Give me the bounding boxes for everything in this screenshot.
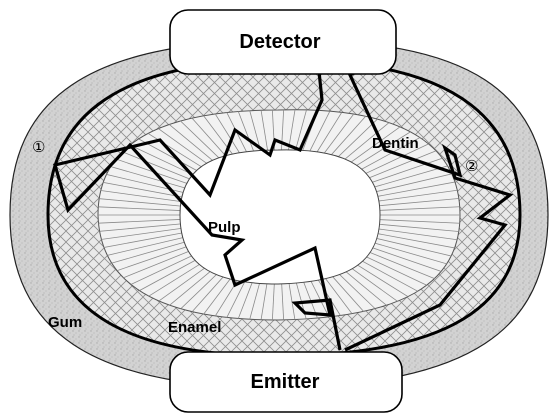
light-path-1 <box>52 51 342 351</box>
dentin-tubule-line <box>215 273 250 320</box>
dentin-tubule-line <box>98 196 184 207</box>
dentin-tubule-line <box>242 275 262 320</box>
dentin-tubule-line <box>372 205 460 212</box>
dentin-tubule-line <box>358 247 448 285</box>
light-path-2 <box>344 53 514 352</box>
dentin-tubule-line <box>280 276 286 320</box>
dentin-tubule-line <box>229 109 256 155</box>
dentin-tubule-line <box>372 196 460 207</box>
dentin-tubule-line <box>354 251 440 292</box>
dentin-tubule-line <box>361 153 455 187</box>
dentin-tubule-line <box>190 270 237 320</box>
gum-label: Gum <box>48 314 82 331</box>
dentin-label: Dentin <box>372 135 419 152</box>
pulp-label: Pulp <box>208 219 241 236</box>
dentin-tubule-line <box>294 109 314 155</box>
dentin-tubule-line <box>300 275 327 320</box>
dentin-tubule-line <box>372 223 460 234</box>
dentin-tubule-line <box>367 170 460 195</box>
dentin-tubule-line <box>287 109 300 154</box>
dentin-tubule-line <box>287 276 300 320</box>
dentin-tubule-line <box>361 243 455 277</box>
dentin-tubule-line <box>98 218 184 225</box>
detector-label: Detector <box>239 31 320 53</box>
dentin-tubule-line <box>202 109 243 158</box>
dentin-tubule-line <box>364 161 460 191</box>
dentin-tubule-line <box>369 178 460 199</box>
dentin-tubule-line <box>313 272 354 320</box>
dentin-tubule-line <box>354 138 440 179</box>
dentin-tubule-line <box>306 109 341 157</box>
dentin-tubule-line <box>306 273 341 320</box>
dentin-tubule-line <box>358 145 448 183</box>
dentin-tubule-line <box>369 231 460 252</box>
dentin-tubule-line <box>367 235 460 260</box>
dentin-tubule-line <box>370 187 460 203</box>
dentin-tubule-line <box>270 276 276 320</box>
dentin-tubule-line <box>370 227 460 243</box>
dentin-tubule-line <box>319 109 366 160</box>
dentin-tubule-line <box>229 275 256 320</box>
dentin-tubule-line <box>256 109 269 154</box>
enamel-label: Enamel <box>168 319 221 336</box>
dentin-tubule-line <box>372 218 460 225</box>
path-1-marker: ① <box>32 139 45 156</box>
dentin-tubule-line <box>313 109 354 158</box>
path-2-marker: ② <box>465 158 478 175</box>
emitter-box: Emitter <box>169 351 403 413</box>
emitter-label: Emitter <box>251 371 320 393</box>
dentin-tubule-line <box>242 109 262 155</box>
dentin-tubule-line <box>98 205 184 212</box>
dentin-tubule-line <box>319 270 366 320</box>
dentin-tubule-line <box>364 239 460 269</box>
dentin-tubule-line <box>98 223 184 234</box>
dentin-tubule-line <box>256 276 269 320</box>
detector-box: Detector <box>169 9 397 75</box>
dentin-tubule-line <box>215 109 250 157</box>
